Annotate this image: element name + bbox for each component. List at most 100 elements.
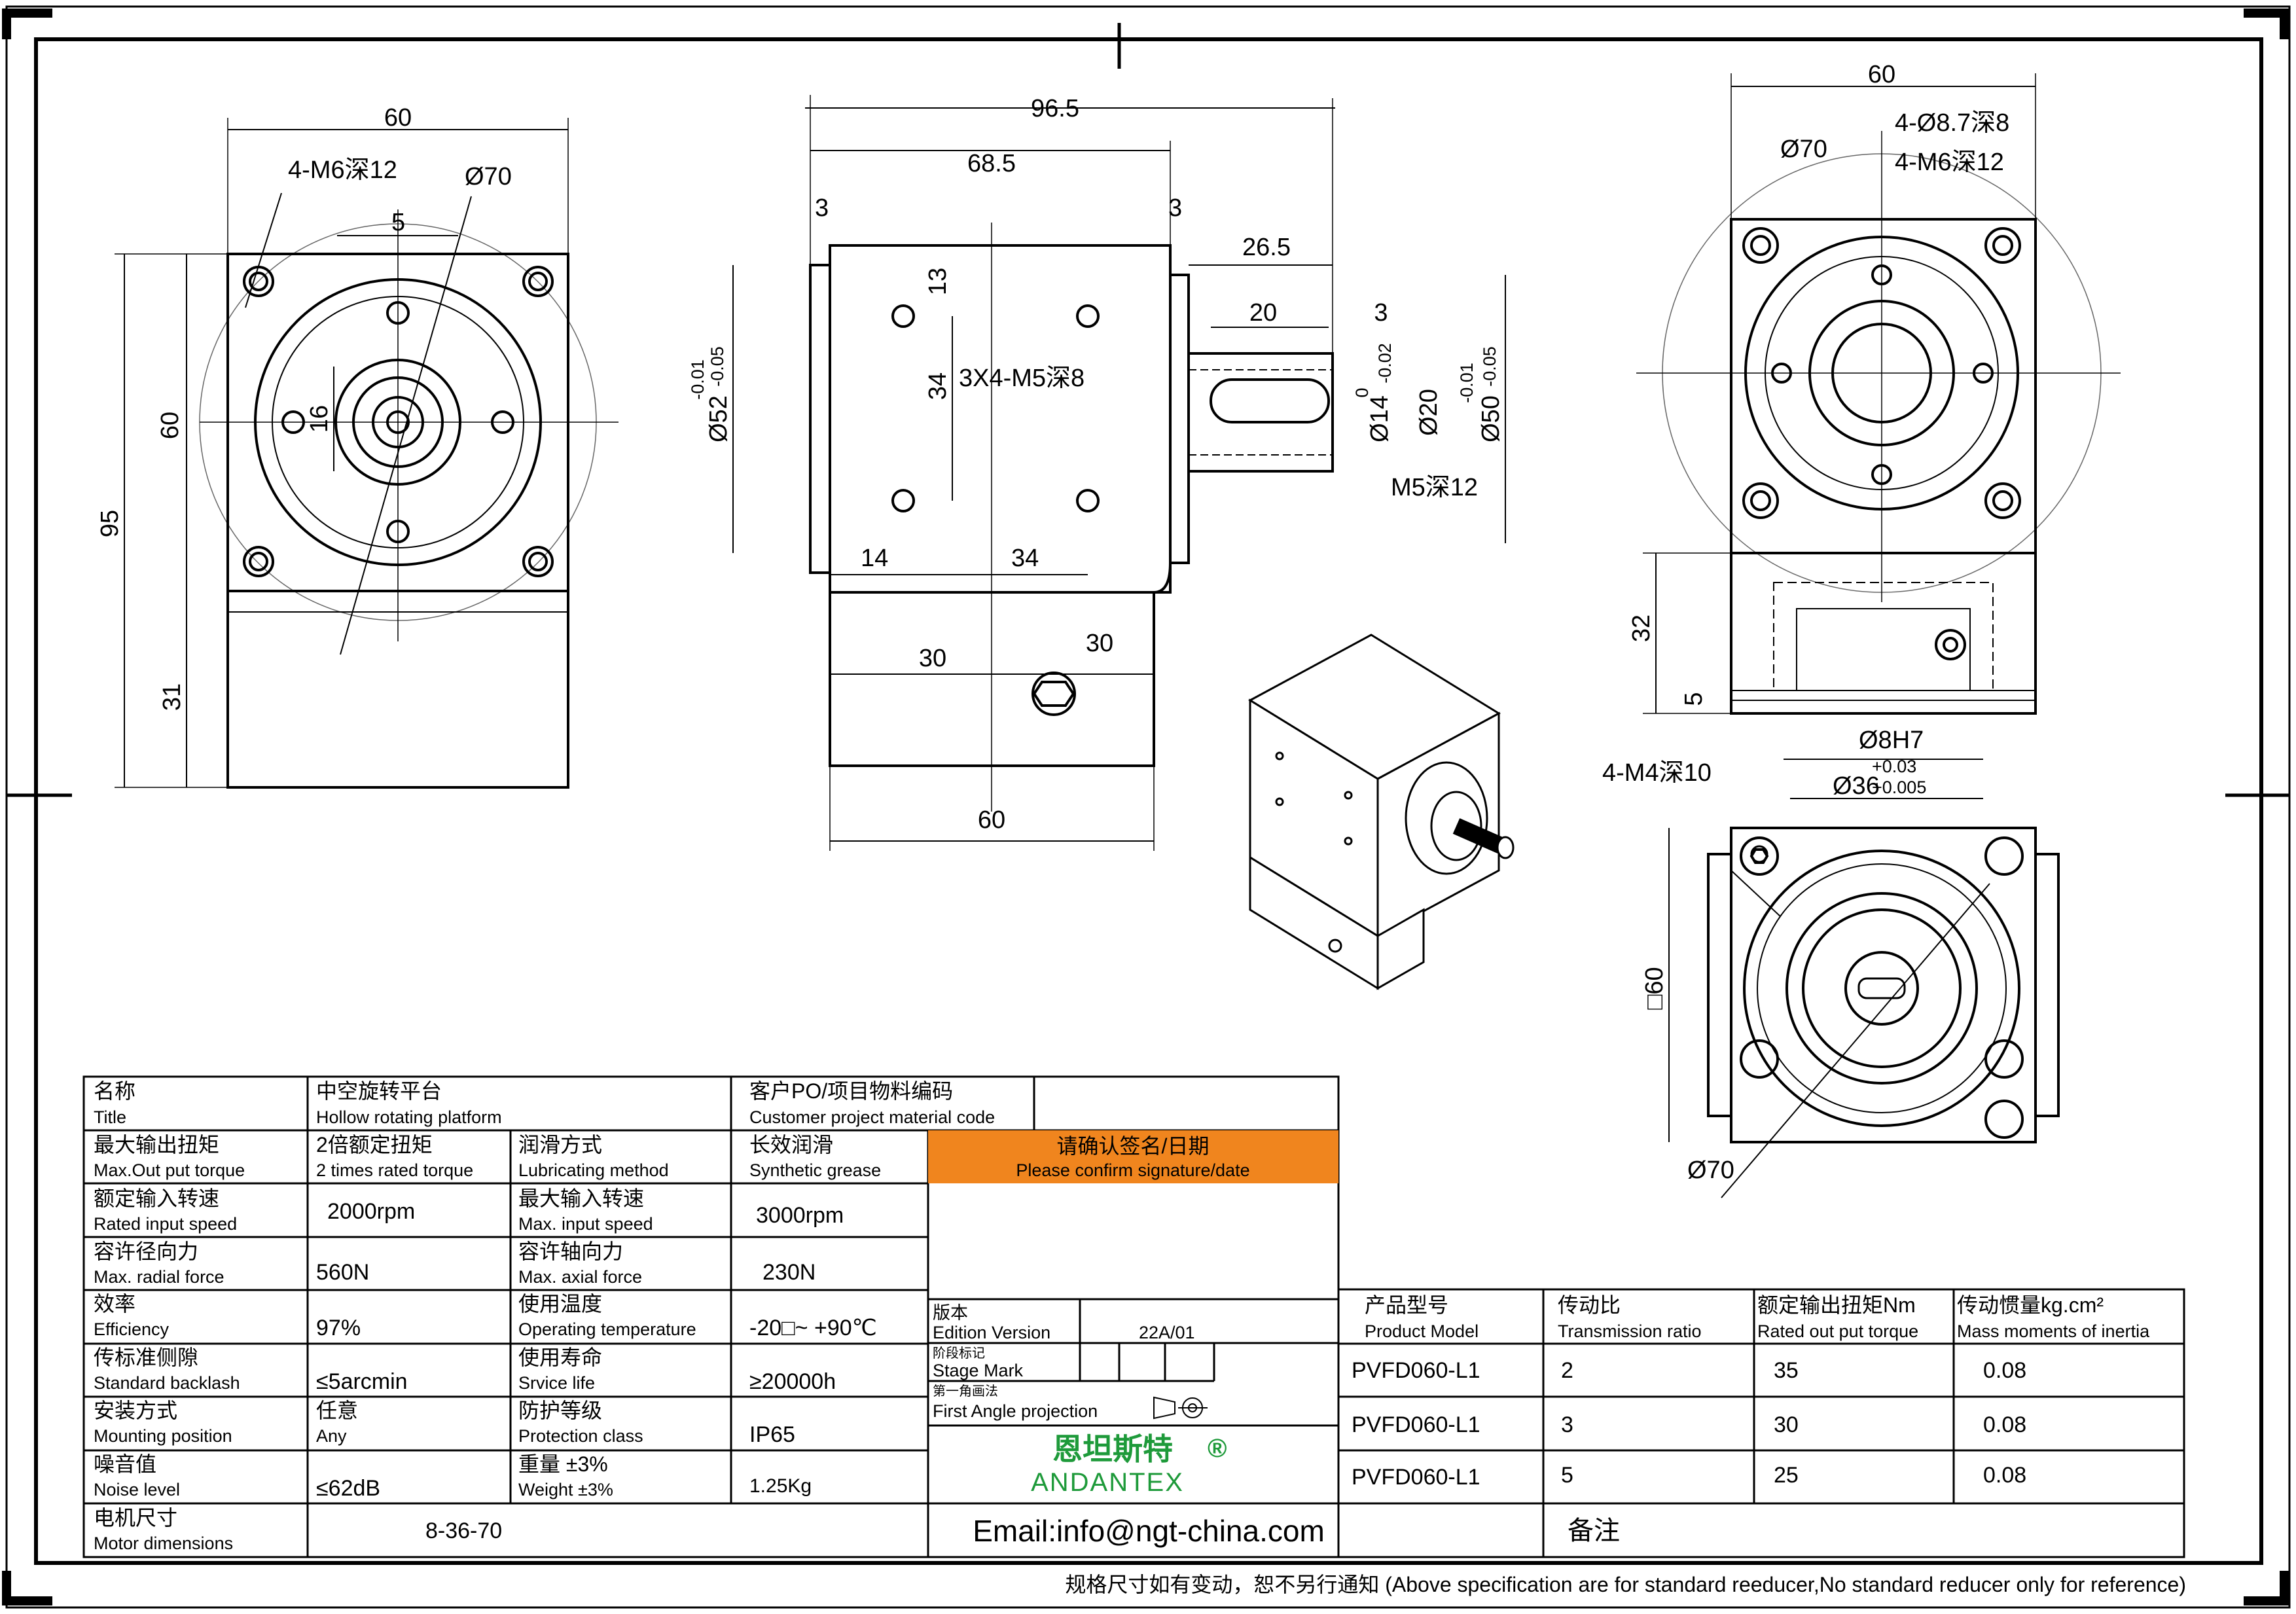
row0-label2-en: Lubricating method [518, 1160, 669, 1180]
title-val-en: Hollow rotating platform [316, 1107, 502, 1127]
dim-side-685: 68.5 [967, 150, 1016, 177]
dim-side-w60: 60 [978, 806, 1005, 834]
dim-right-d70b: Ø70 [1687, 1157, 1734, 1184]
header-ratio-en: Transmission ratio [1558, 1321, 1702, 1341]
side-view [732, 95, 1506, 851]
row4-label2-zh: 使用寿命 [518, 1346, 602, 1369]
row5-value-zh: 任意 [316, 1399, 358, 1422]
confirm-en: Please confirm signature/date [1016, 1160, 1249, 1180]
dim-side-h30b: 30 [1086, 630, 1113, 657]
dim-right-d36-tol: +0.005 [1872, 778, 1926, 797]
header-inertia-en: Mass moments of inertia [1957, 1321, 2150, 1341]
row0-label-en: Max.Out put torque [94, 1160, 245, 1180]
edition-en: Edition Version [933, 1323, 1050, 1342]
confirm-zh: 请确认签名/日期 [1057, 1134, 1210, 1158]
row0-label-zh: 最大输出扭矩 [94, 1133, 219, 1157]
model0-ratio: 2 [1561, 1358, 1573, 1383]
row3-label-zh: 效率 [94, 1292, 135, 1316]
row5-label2-en: Protection class [518, 1426, 643, 1446]
right-view-dims: 60 4-Ø8.7深8 4-M6深12 Ø70 32 5 Ø8H7 +0.03 … [1602, 61, 2009, 1184]
row3-label2-zh: 使用温度 [518, 1292, 602, 1316]
footer-note: 规格尺寸如有变动，恕不另行通知 (Above specification are… [1065, 1573, 2186, 1596]
row5-value-en: Any [316, 1426, 347, 1446]
dim-right-d70: Ø70 [1780, 135, 1827, 163]
row0-value-en: 2 times rated torque [316, 1160, 473, 1180]
row2-label2-en: Max. axial force [518, 1267, 642, 1287]
title-val-zh: 中空旋转平台 [316, 1079, 442, 1103]
spec-table [82, 1075, 2185, 1558]
model2-name: PVFD060-L1 [1352, 1465, 1480, 1490]
row7-label-en: Motor dimensions [94, 1533, 233, 1553]
dim-side-d52: Ø52 [705, 395, 732, 442]
dim-side-13: 13 [924, 268, 952, 295]
right-top-view [1636, 73, 2121, 799]
dim-side-m5: 3X4-M5深8 [959, 365, 1085, 392]
table-text: 名称 Title 中空旋转平台 Hollow rotating platform… [94, 1079, 2150, 1553]
center-marks [7, 23, 2289, 797]
row4-value: ≤5arcmin [316, 1369, 408, 1394]
row1-value: 2000rpm [327, 1199, 415, 1224]
model2-inertia: 0.08 [1983, 1463, 2026, 1488]
header-torque-en: Rated out put torque [1757, 1321, 1918, 1341]
row4-label-zh: 传标准侧隙 [94, 1346, 198, 1369]
dim-side-h14: 14 [861, 545, 888, 572]
remark-label: 备注 [1568, 1516, 1620, 1545]
row0-value2-en: Synthetic grease [749, 1160, 881, 1180]
row6-label-zh: 噪音值 [94, 1452, 156, 1476]
row6-value2: 1.25Kg [749, 1475, 812, 1497]
dim-right-sq60: □60 [1641, 967, 1668, 1009]
model0-name: PVFD060-L1 [1352, 1358, 1480, 1383]
inner-frame [34, 37, 2263, 1565]
stage-zh: 阶段标记 [933, 1346, 985, 1361]
row2-label2-zh: 容许轴向力 [518, 1240, 623, 1263]
edition-zh: 版本 [933, 1303, 968, 1323]
row1-label-zh: 额定输入转速 [94, 1187, 219, 1210]
model0-inertia: 0.08 [1983, 1358, 2026, 1383]
dim-side-m5b: M5深12 [1391, 474, 1478, 501]
row3-value2: -20□~ +90℃ [749, 1316, 877, 1340]
dim-right-d8: Ø8H7 [1859, 726, 1924, 754]
row0-value-zh: 2倍额定扭矩 [316, 1133, 433, 1157]
dim-right-d8-tol: +0.03 [1872, 757, 1916, 776]
row1-value2: 3000rpm [756, 1203, 844, 1228]
model2-ratio: 5 [1561, 1463, 1573, 1488]
model2-torque: 25 [1774, 1463, 1799, 1488]
row0-label2-zh: 润滑方式 [518, 1133, 602, 1157]
model1-torque: 30 [1774, 1412, 1799, 1437]
model1-ratio: 3 [1561, 1412, 1573, 1437]
row4-label-en: Standard backlash [94, 1373, 240, 1393]
po-en: Customer project material code [749, 1107, 995, 1127]
stage-en: Stage Mark [933, 1361, 1024, 1380]
dim-side-3a: 3 [815, 194, 829, 222]
brand-logo-en: ANDANTEX [1031, 1468, 1184, 1497]
dim-side-d50-tol-lo: -0.05 [1480, 346, 1499, 387]
dim-front-five: 5 [391, 209, 405, 236]
dim-side-3c: 3 [1374, 299, 1388, 327]
row3-label-en: Efficiency [94, 1319, 170, 1339]
front-view [115, 118, 619, 789]
row5-label-zh: 安装方式 [94, 1399, 177, 1422]
header-ratio-zh: 传动比 [1558, 1293, 1621, 1317]
header-torque-zh: 额定输出扭矩Nm [1757, 1293, 1916, 1317]
row5-value2: IP65 [749, 1422, 795, 1447]
row2-label-zh: 容许径向力 [94, 1240, 198, 1263]
row2-label-en: Max. radial force [94, 1267, 224, 1287]
row3-label2-en: Operating temperature [518, 1319, 696, 1339]
dim-front-m6: 4-M6深12 [288, 156, 397, 184]
row2-value: 560N [316, 1260, 369, 1285]
model1-inertia: 0.08 [1983, 1412, 2026, 1437]
row7-label-zh: 电机尺寸 [94, 1506, 177, 1530]
corner-marks [2, 9, 2289, 1605]
row4-label2-en: Srvice life [518, 1373, 595, 1393]
dim-side-3b: 3 [1168, 194, 1182, 222]
front-view-dims: 60 4-M6深12 Ø70 5 60 95 16 31 [96, 104, 512, 711]
dim-front-h31: 31 [158, 683, 186, 711]
projection-zh: 第一角画法 [933, 1384, 998, 1399]
dim-side-h30a: 30 [919, 645, 946, 672]
dim-side-d52-tol-hi: -0.01 [688, 359, 708, 400]
row0-value2-zh: 长效润滑 [749, 1133, 833, 1157]
row6-value: ≤62dB [316, 1476, 380, 1501]
model1-name: PVFD060-L1 [1352, 1412, 1480, 1437]
row1-label2-zh: 最大输入转速 [518, 1187, 644, 1210]
